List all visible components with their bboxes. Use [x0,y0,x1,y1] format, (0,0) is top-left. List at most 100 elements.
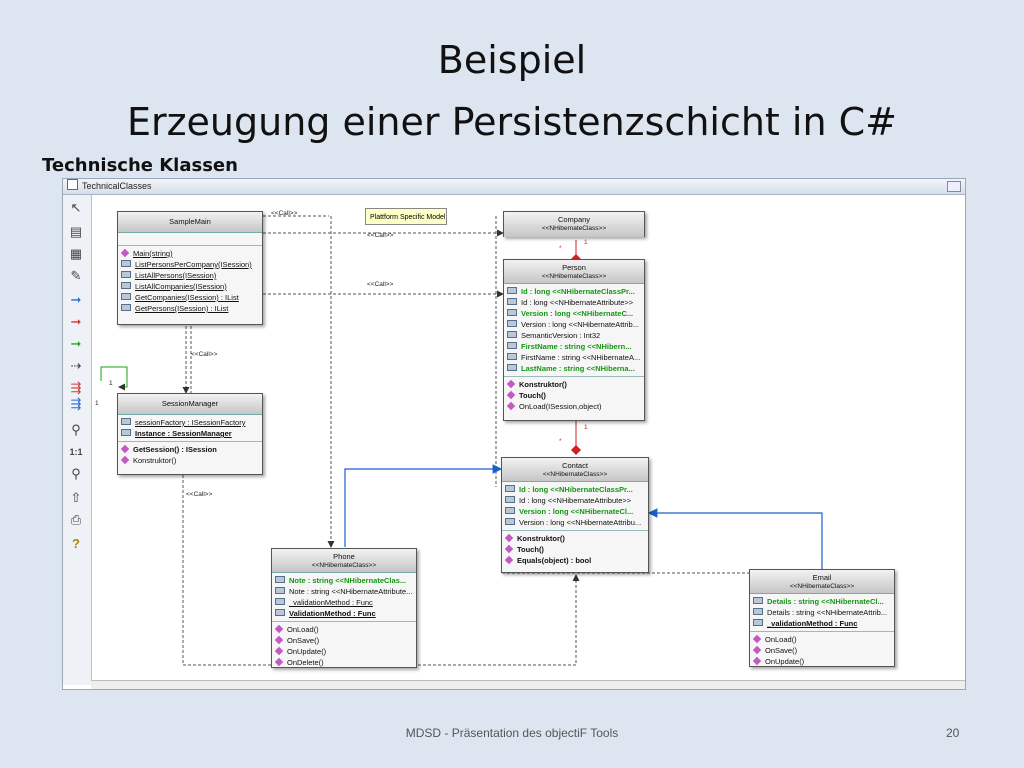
attribute-row: Version : long <<NHibernateAttribu... [505,517,645,528]
class-email[interactable]: Email <<NHibernateClass>> Details : stri… [749,569,895,667]
call-label-2: <<Call>> [367,232,394,239]
class-contact[interactable]: Contact <<NHibernateClass>> Id : long <<… [501,457,649,573]
class-stereotype: <<NHibernateClass>> [311,562,377,569]
slide-title-line2: Erzeugung einer Persistenzschicht in C# [126,100,898,144]
class-person[interactable]: Person <<NHibernateClass>> Id : long <<N… [503,259,645,421]
section-heading: Technische Klassen [42,155,238,176]
method-row: OnLoad(ISession,object) [507,401,641,412]
attribute-row: _validationMethod : Func [753,618,891,629]
select-pointer-icon[interactable]: ↖ [70,200,82,215]
note-icon[interactable]: ✎ [70,268,82,283]
attribute-row: SemanticVersion : Int32 [507,330,641,341]
window-titlebar: TechnicalClasses [63,179,965,195]
call-label-4: <<Call>> [191,351,218,358]
zoom-out-icon[interactable]: ⚲ [71,466,81,481]
class-name: Email [812,573,832,582]
diagram-toolbar: ↖ ▤ ▦ ✎ ➞ ➞ ➞ ⇢ ⇶ ⇶ ⚲ 1:1 ⚲ ⇧ ⎙ ? [63,195,92,685]
arrow-green-icon[interactable]: ➞ [70,336,82,351]
attribute-section: sessionFactory : ISessionFactory Instanc… [118,415,262,442]
dep-contact-email [502,487,749,574]
method-row: OnSave() [753,645,891,656]
help-icon[interactable]: ? [72,536,80,551]
slide-footer: MDSD - Präsentation des objectiF Tools [405,726,619,740]
class-samplemain[interactable]: SampleMain Main(string) ListPersonsPerCo… [117,211,263,325]
diagram-doc-icon [67,179,78,190]
arrow-red-icon[interactable]: ➞ [70,314,82,329]
method-section: OnLoad() OnSave() OnUpdate() OnDelete() [272,622,416,670]
class-header: Company <<NHibernateClass>> [504,212,644,237]
multi-arrow-2-icon[interactable]: ⇶ [70,396,82,411]
method-icon [505,544,514,554]
method-row: Touch() [505,544,645,555]
attribute-row: Version : long <<NHibernateC... [507,308,641,319]
print-icon[interactable]: ⎙ [70,512,82,527]
method-icon [121,304,131,311]
attribute-row: Version : long <<NHibernateCl... [505,506,645,517]
method-icon [121,282,131,289]
field-icon [505,496,515,503]
attribute-row: ValidationMethod : Func [275,608,413,619]
method-row: GetSession() : ISession [121,444,259,455]
method-row: ListAllPersons(ISession) [121,270,259,281]
self-association [100,366,128,391]
method-icon [121,248,130,258]
mult-one-person: 1 [584,424,588,431]
inherit-email-contact [647,508,823,577]
horizontal-scrollbar[interactable] [91,680,965,689]
attribute-row: Id : long <<NHibernateClassPr... [505,484,645,495]
method-row: OnLoad() [275,624,413,635]
attribute-section [118,233,262,246]
window-restore-button[interactable] [947,181,961,192]
dependency-arrow-icon[interactable]: ⇢ [70,358,82,373]
field-icon [507,353,517,360]
method-row: ListAllCompanies(ISession) [121,281,259,292]
export-icon[interactable]: ⇧ [70,490,82,505]
method-section: GetSession() : ISession Konstruktor() [118,442,262,468]
class-name: Person [562,263,586,272]
window-title: TechnicalClasses [82,181,152,191]
arrow-blue-icon[interactable]: ➞ [70,292,82,307]
method-icon [121,444,130,454]
class-icon[interactable]: ▤ [69,224,83,239]
class-phone[interactable]: Phone <<NHibernateClass>> Note : string … [271,548,417,668]
field-icon [753,619,763,626]
call-label-3: <<Call>> [367,281,394,288]
attribute-row: Details : string <<NHibernateAttrib... [753,607,891,618]
class-company[interactable]: Company <<NHibernateClass>> [503,211,645,237]
multi-arrow-icon[interactable]: ⇶ [70,380,82,395]
zoom-in-icon[interactable]: ⚲ [71,422,81,437]
mult-one-self-b: 1 [109,380,113,387]
method-row: Touch() [507,390,641,401]
method-icon [753,634,762,644]
method-row: GetCompanies(ISession) : IList [121,292,259,303]
method-icon [121,293,131,300]
property-icon [507,342,517,349]
class-stereotype: <<NHibernateClass>> [541,225,607,232]
class-header: Email <<NHibernateClass>> [750,570,894,594]
property-icon [505,507,515,514]
class-sessionmanager[interactable]: SessionManager sessionFactory : ISession… [117,393,263,475]
mult-one-self-a: 1 [95,400,99,407]
mult-star-person: * [559,245,562,252]
method-row: Main(string) [121,248,259,259]
attribute-row: Version : long <<NHibernateAttrib... [507,319,641,330]
call-label-5: <<Call>> [186,491,213,498]
zoom-100-icon[interactable]: 1:1 [69,447,83,457]
attribute-row: Details : string <<NHibernateCl... [753,596,891,607]
slide-page-number: 20 [946,726,960,740]
class-header: Contact <<NHibernateClass>> [502,458,648,482]
package-icon[interactable]: ▦ [69,246,83,261]
note-platform-specific-model[interactable]: Plattform Specific Model [365,208,447,225]
attribute-section: Note : string <<NHibernateClas... Note :… [272,573,416,622]
method-icon [753,656,762,666]
class-stereotype: <<NHibernateClass>> [541,273,607,280]
property-icon [507,364,517,371]
inherit-phone-contact [344,464,503,547]
call-label-1: <<Call>> [271,210,298,217]
method-row: Konstruktor() [505,533,645,544]
method-icon [275,646,284,656]
method-row: OnLoad() [753,634,891,645]
class-name: SampleMain [118,212,262,233]
method-icon [505,533,514,543]
method-row: OnUpdate() [753,656,891,667]
